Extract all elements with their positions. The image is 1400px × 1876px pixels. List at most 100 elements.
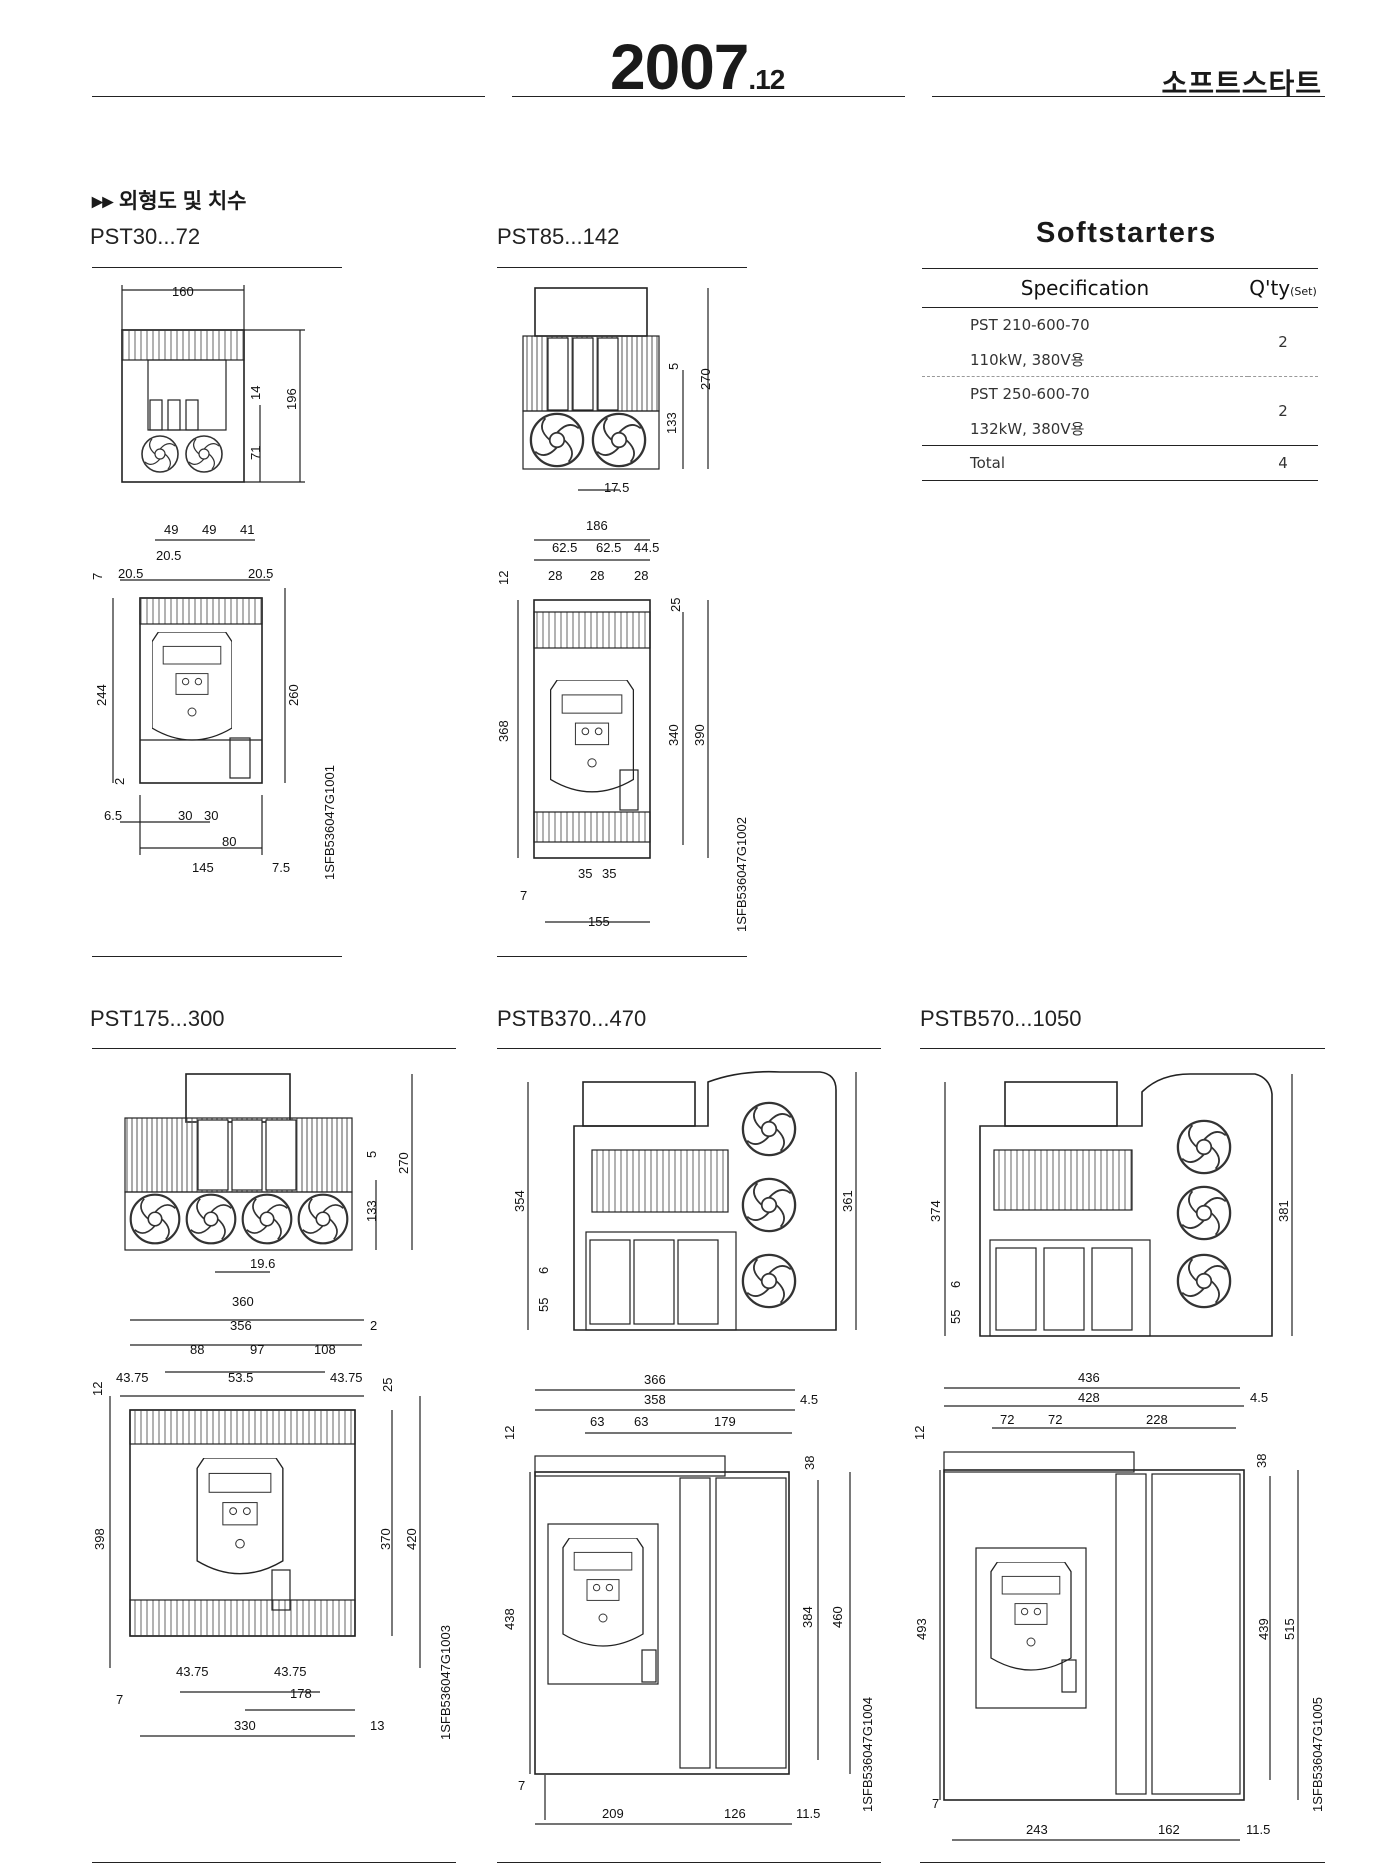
model-label-pstb570: PSTB570...1050 [920, 1006, 1082, 1031]
header-rule-left [92, 96, 485, 97]
drawing-pstb370 [527, 1070, 857, 1825]
dim: 28 [634, 568, 648, 583]
spec-detail: 110kW, 380V용 [970, 350, 1085, 369]
dim: 374 [928, 1200, 943, 1222]
dim: 25 [380, 1378, 395, 1392]
dim: 63 [590, 1414, 604, 1429]
dim: 133 [364, 1200, 379, 1222]
dim: 80 [222, 834, 236, 849]
dim: 360 [232, 1294, 254, 1309]
dim: 438 [502, 1608, 517, 1630]
softstarters-table: Specification Q'ty(Set) PST 210-600-70 2… [922, 268, 1318, 481]
spec-qty: 2 [1278, 333, 1288, 351]
dim: 43.75 [274, 1664, 307, 1679]
dim: 145 [192, 860, 214, 875]
dim: 20.5 [248, 566, 273, 581]
dim: 2 [370, 1318, 377, 1333]
dim: 133 [664, 412, 679, 434]
dim: 62.5 [596, 540, 621, 555]
dim: 420 [404, 1528, 419, 1550]
dim: 38 [802, 1456, 817, 1470]
header-year: 2007.12 [610, 31, 785, 103]
dim: 160 [172, 284, 194, 299]
dim: 13 [370, 1718, 384, 1733]
dim: 55 [948, 1310, 963, 1324]
dim: 354 [512, 1190, 527, 1212]
dim: 366 [644, 1372, 666, 1387]
dim: 43.75 [116, 1370, 149, 1385]
rule-m3-top [92, 1048, 456, 1049]
dim: 356 [230, 1318, 252, 1333]
dim: 243 [1026, 1822, 1048, 1837]
dim: 7.5 [272, 860, 290, 875]
model-label-pst85: PST85...142 [497, 224, 620, 249]
spec-qty: 2 [1248, 376, 1318, 446]
model-label-pstb370: PSTB370...470 [497, 1006, 647, 1031]
dim: 493 [914, 1618, 929, 1640]
dim: 460 [830, 1606, 845, 1628]
dim: 368 [496, 720, 511, 742]
dim: 14 [248, 386, 263, 400]
dim: 4.5 [800, 1392, 818, 1407]
dim: 38 [1254, 1454, 1269, 1468]
dim: 4.5 [1250, 1390, 1268, 1405]
rule-m2-top [497, 267, 747, 268]
dim: 12 [502, 1426, 517, 1440]
rule-m4-bottom [497, 1862, 881, 1863]
dim: 361 [840, 1190, 855, 1212]
dim: 126 [724, 1806, 746, 1821]
dim: 28 [548, 568, 562, 583]
dim: 7 [116, 1692, 123, 1707]
dim: 55 [536, 1298, 551, 1312]
dim: 30 [204, 808, 218, 823]
rule-m1-top [92, 267, 342, 268]
dim: 53.5 [228, 1370, 253, 1385]
spec-detail: 132kW, 380V용 [970, 419, 1085, 438]
table-row: PST 250-600-70 2 [922, 376, 1318, 446]
total-label: Total [922, 445, 1248, 481]
dim: 398 [92, 1528, 107, 1550]
dim: 12 [90, 1382, 105, 1396]
rule-m5-top [920, 1048, 1325, 1049]
dim: 11.5 [1246, 1822, 1270, 1837]
drawing-pst30 [112, 285, 305, 855]
dim: 515 [1282, 1618, 1297, 1640]
dim: 19.6 [250, 1256, 275, 1271]
dim: 6.5 [104, 808, 122, 823]
model-label-pst30: PST30...72 [90, 224, 201, 249]
total-row: Total 4 [922, 445, 1318, 481]
dim: 5 [666, 363, 681, 370]
drawing-code-5: 1SFB536047G1005 [1310, 1697, 1325, 1812]
dim: 186 [586, 518, 608, 533]
dim: 6 [948, 1281, 963, 1288]
dim: 43.75 [176, 1664, 209, 1679]
dim: 270 [698, 368, 713, 390]
dim: 72 [1000, 1412, 1014, 1427]
header-title: 소프트스타트 [1161, 68, 1322, 99]
dim: 88 [190, 1342, 204, 1357]
dim: 7 [90, 573, 105, 580]
rule-m2-bottom [497, 956, 747, 957]
dim: 7 [520, 888, 527, 903]
dim: 71 [248, 446, 263, 460]
dim: 72 [1048, 1412, 1062, 1427]
dim: 11.5 [796, 1806, 820, 1821]
dim: 2 [112, 778, 127, 785]
dim: 25 [668, 598, 683, 612]
dim: 244 [94, 684, 109, 706]
dim: 17.5 [604, 480, 629, 495]
dimension-labels: 160 14 196 71 49 49 41 20.5 20.5 20.5 7 … [90, 284, 1297, 1837]
dim: 7 [518, 1778, 525, 1793]
dim: 428 [1078, 1390, 1100, 1405]
rule-m4-top [497, 1048, 881, 1049]
table-row: PST 210-600-70 2 [922, 308, 1318, 351]
rule-m5-bottom [920, 1862, 1325, 1863]
dim: 28 [590, 568, 604, 583]
section-title: ▸▸ 외형도 및 치수 [92, 190, 247, 213]
dim: 196 [284, 388, 299, 410]
dim: 6 [536, 1267, 551, 1274]
dim: 436 [1078, 1370, 1100, 1385]
softstarters-title: Softstarters [1036, 217, 1217, 249]
dim: 12 [496, 571, 511, 585]
col-spec: Specification [922, 268, 1248, 308]
